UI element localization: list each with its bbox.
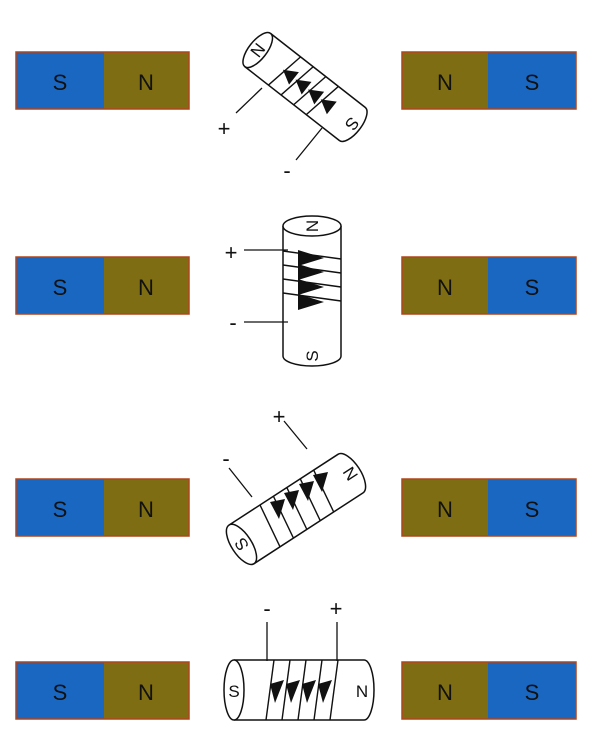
positive-terminal-label: + [225, 240, 238, 265]
positive-terminal-label: + [330, 596, 343, 621]
south-label: S [53, 497, 68, 522]
north-label: N [437, 497, 453, 522]
right-bar-magnet: N S [401, 478, 577, 537]
current-arrow [298, 250, 324, 266]
current-arrow-group [298, 250, 324, 310]
coil-end-face [242, 31, 274, 69]
left-bar-magnet: S N [15, 661, 190, 720]
north-label: N [138, 70, 154, 95]
current-arrow [282, 69, 299, 85]
coil-end-face [282, 215, 342, 237]
north-label: N [138, 680, 154, 705]
positive-lead [235, 87, 263, 114]
south-label: S [53, 680, 68, 705]
north-label: N [138, 497, 154, 522]
coil-end-face [223, 659, 245, 721]
north-pole-block [104, 52, 189, 109]
coil: N S [282, 215, 342, 367]
negative-terminal-label: - [283, 158, 290, 183]
south-pole-block [488, 257, 576, 314]
row-2: S N N S N S [15, 215, 577, 367]
south-pole-block [16, 52, 104, 109]
coil-pole-n-label: N [356, 682, 368, 701]
north-pole-block [402, 52, 488, 109]
current-arrow [298, 294, 324, 310]
south-label: S [525, 680, 540, 705]
south-pole-block [16, 257, 104, 314]
south-label: S [525, 497, 540, 522]
north-pole-block [402, 257, 488, 314]
coil-pole-n-label: N [303, 220, 322, 232]
row-3: S N N S S N [15, 404, 577, 566]
north-label: N [437, 680, 453, 705]
negative-terminal-label: - [263, 596, 270, 621]
north-pole-block [402, 662, 488, 719]
coil-windings [265, 659, 339, 721]
coil-body [282, 226, 342, 367]
current-arrow [313, 472, 328, 492]
coil-pole-s-label: S [303, 350, 322, 361]
north-label: N [138, 275, 154, 300]
left-bar-magnet: S N [15, 256, 190, 315]
current-arrow [284, 490, 299, 510]
north-pole-block [104, 479, 189, 536]
south-pole-block [16, 662, 104, 719]
current-arrow-group [270, 472, 328, 519]
current-arrow [318, 680, 332, 703]
current-arrow [299, 481, 314, 501]
row-4: S N N S S [15, 596, 577, 721]
north-pole-block [402, 479, 488, 536]
coil-end-face [225, 523, 258, 566]
left-bar-magnet: S N [15, 51, 190, 110]
left-bar-magnet: S N [15, 478, 190, 537]
coil-pole-s-label: S [228, 682, 239, 701]
current-arrow [302, 680, 316, 703]
north-pole-block [104, 257, 189, 314]
current-arrow [298, 264, 324, 280]
south-pole-block [488, 52, 576, 109]
right-bar-magnet: N S [401, 256, 577, 315]
current-arrow [298, 279, 324, 295]
negative-lead [228, 467, 253, 498]
coil: N S [242, 31, 368, 143]
south-pole-block [488, 662, 576, 719]
current-arrow-group [282, 69, 337, 115]
current-arrow [270, 499, 285, 519]
right-bar-magnet: N S [401, 661, 577, 720]
south-label: S [53, 275, 68, 300]
row-1: S N N S N S [15, 31, 577, 183]
positive-terminal-label: + [218, 116, 231, 141]
south-pole-block [488, 479, 576, 536]
negative-terminal-label: - [222, 446, 229, 471]
negative-terminal-label: - [229, 310, 236, 335]
north-label: N [437, 275, 453, 300]
positive-lead [283, 420, 308, 450]
coil: S N [223, 659, 375, 721]
current-arrow [286, 680, 300, 703]
coil: S N [225, 452, 367, 566]
south-label: S [525, 275, 540, 300]
south-pole-block [16, 479, 104, 536]
north-label: N [437, 70, 453, 95]
negative-lead [295, 127, 323, 161]
right-bar-magnet: N S [401, 51, 577, 110]
current-arrow [270, 680, 284, 703]
current-arrow [295, 79, 312, 95]
current-arrow [320, 99, 337, 115]
south-label: S [53, 70, 68, 95]
current-arrow-group [270, 680, 332, 703]
south-label: S [525, 70, 540, 95]
north-pole-block [104, 662, 189, 719]
current-arrow [308, 89, 325, 105]
positive-terminal-label: + [273, 404, 286, 429]
